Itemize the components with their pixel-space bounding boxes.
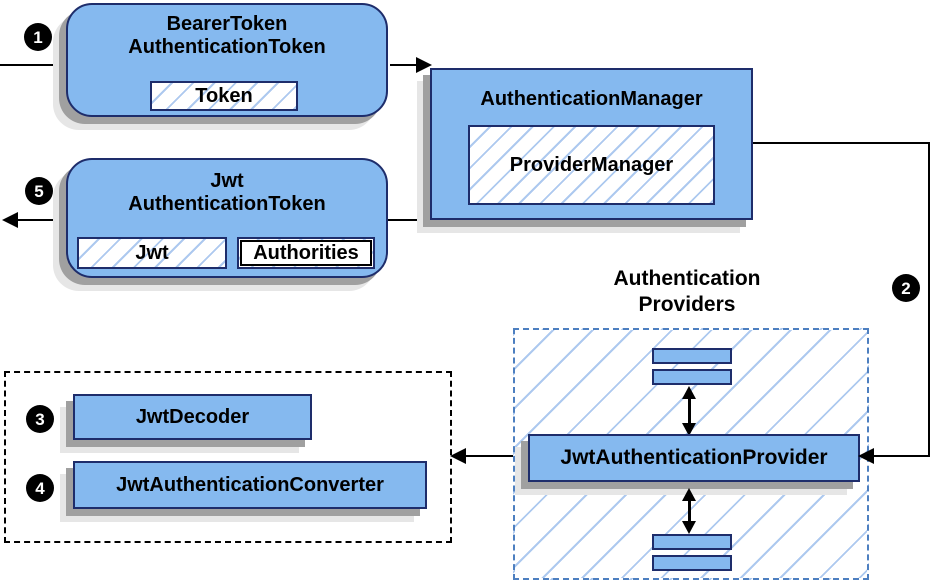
arrow-left-icon xyxy=(450,448,466,464)
jwt-authentication-converter-label: JwtAuthenticationConverter xyxy=(116,473,384,496)
step-5-number: 5 xyxy=(34,181,44,201)
bearer-to-manager-line xyxy=(390,64,418,66)
step-5-badge: 5 xyxy=(25,177,53,205)
arrow-up-icon xyxy=(682,386,696,399)
arrow-right-icon xyxy=(416,57,432,73)
bearer-token-title-line2: AuthenticationToken xyxy=(128,36,326,58)
authorities-inner-box: Authorities xyxy=(240,240,372,266)
arrow-down-icon xyxy=(682,423,696,436)
jwt-token-title-line2: AuthenticationToken xyxy=(128,193,326,215)
step2-line-vertical xyxy=(928,142,930,456)
jwt-authentication-token-node: Jwt AuthenticationToken Jwt Authorities xyxy=(66,158,388,278)
token-field: Token xyxy=(150,81,298,111)
arrow-left-icon xyxy=(858,448,874,464)
outgoing-response-line-left xyxy=(16,219,66,221)
bearer-token-title-line1: BearerToken xyxy=(166,13,288,35)
step-3-number: 3 xyxy=(35,409,45,429)
authentication-manager-title: AuthenticationManager xyxy=(480,88,703,110)
jwt-decoder-label: JwtDecoder xyxy=(135,405,250,428)
incoming-request-line xyxy=(0,64,66,66)
step-4-number: 4 xyxy=(35,478,45,498)
step-1-number: 1 xyxy=(33,27,43,47)
provider-stack-bar-bottom-1 xyxy=(652,534,732,550)
jwt-authentication-provider-label: JwtAuthenticationProvider xyxy=(560,446,828,469)
bearer-token-title: BearerToken AuthenticationToken xyxy=(68,13,386,59)
provider-stack-bar-top-1 xyxy=(652,348,732,364)
step-3-badge: 3 xyxy=(26,405,54,433)
token-field-label: Token xyxy=(195,84,253,107)
step2-line-horizontal-bottom xyxy=(874,455,930,457)
step2-line-horizontal-top xyxy=(753,142,930,144)
jwt-token-title: Jwt AuthenticationToken xyxy=(68,170,386,216)
authorities-field-label: Authorities xyxy=(253,241,359,264)
arrow-left-icon xyxy=(2,212,18,228)
provider-stack-bar-bottom-2 xyxy=(652,555,732,571)
authentication-providers-label-line1: Authentication xyxy=(613,267,761,290)
provider-to-decoder-line xyxy=(466,455,528,457)
bearer-token-authentication-token-node: BearerToken AuthenticationToken Token xyxy=(66,3,388,117)
jwt-authentication-provider-node: JwtAuthenticationProvider xyxy=(528,434,860,482)
jwt-decoder-node: JwtDecoder xyxy=(73,394,312,440)
provider-stack-bar-top-2 xyxy=(652,369,732,385)
provider-manager-label: ProviderManager xyxy=(509,153,674,176)
arrow-down-icon xyxy=(682,521,696,534)
authentication-providers-label: Authentication Providers xyxy=(557,266,817,318)
authentication-manager-node: AuthenticationManager ProviderManager xyxy=(430,68,753,220)
step-2-number: 2 xyxy=(901,278,911,298)
manager-to-jwt-token-line xyxy=(388,219,431,221)
provider-manager-field: ProviderManager xyxy=(468,125,715,205)
jwt-field: Jwt xyxy=(77,237,227,269)
jwt-authentication-converter-node: JwtAuthenticationConverter xyxy=(73,461,427,509)
jwt-token-title-line1: Jwt xyxy=(210,170,244,192)
jwt-field-label: Jwt xyxy=(135,241,169,264)
authorities-field: Authorities xyxy=(237,237,375,269)
step-4-badge: 4 xyxy=(26,474,54,502)
bidirectional-arrow-top-line xyxy=(688,398,691,424)
authentication-providers-label-line2: Providers xyxy=(638,293,736,316)
step-1-badge: 1 xyxy=(24,23,52,51)
step-2-badge: 2 xyxy=(892,274,920,302)
bidirectional-arrow-bottom-line xyxy=(688,500,691,522)
arrow-up-icon xyxy=(682,488,696,501)
